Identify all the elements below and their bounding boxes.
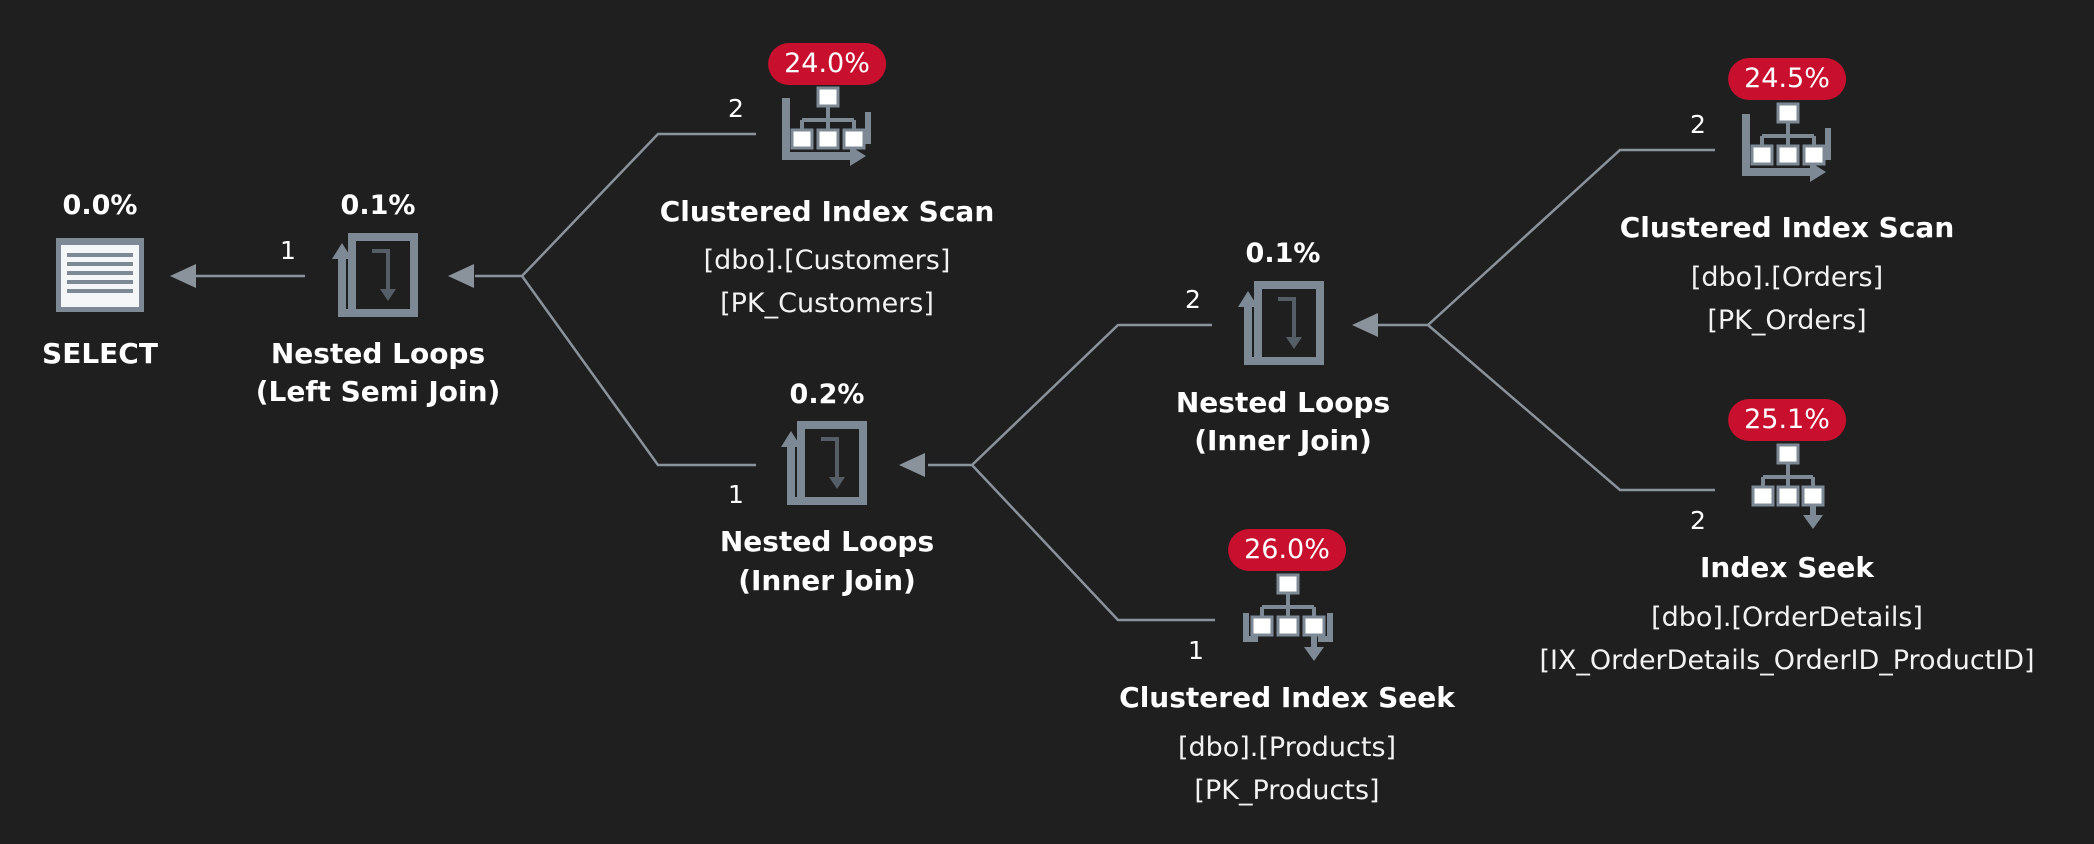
wire-inner1-products	[971, 464, 1215, 622]
nested-loops-icon	[332, 233, 418, 317]
node-subtitle: (Inner Join)	[1194, 424, 1372, 457]
node-title: SELECT	[42, 337, 158, 370]
node-title: Clustered Index Scan	[659, 195, 995, 228]
node-title: Clustered Index Seek	[1119, 681, 1455, 714]
cost-percent: 0.2%	[789, 379, 865, 410]
wire-inner1-inner2	[928, 323, 1212, 467]
node-title: Clustered Index Scan	[1619, 211, 1955, 244]
node-subtitle: (Left Semi Join)	[255, 375, 501, 408]
object-name: [dbo].[OrderDetails]	[1651, 602, 1923, 633]
index-name: [PK_Orders]	[1707, 305, 1867, 336]
cost-badge: 25.1%	[1728, 399, 1846, 441]
cost-percent: 0.0%	[62, 190, 138, 221]
edge-rows-nl-inner1: 1	[728, 480, 744, 509]
edge-rows-inner1-inner2: 2	[1185, 285, 1201, 314]
clustered-index-seek-icon	[1243, 573, 1333, 661]
object-name: [dbo].[Customers]	[703, 245, 951, 276]
edge-rows-select-nl: 1	[280, 236, 296, 265]
clustered-index-scan-icon	[782, 86, 871, 166]
node-title: Nested Loops	[719, 525, 935, 558]
node-title: Nested Loops	[1175, 386, 1391, 419]
cost-badge: 24.0%	[768, 43, 886, 85]
index-seek-icon	[1751, 443, 1825, 529]
cost-badge: 24.5%	[1728, 58, 1846, 100]
wire-nl-customers	[475, 132, 756, 278]
edge-rows-inner2-orderdetails: 2	[1690, 506, 1706, 535]
node-title: Nested Loops	[270, 337, 486, 370]
object-name: [dbo].[Products]	[1177, 732, 1397, 763]
clustered-index-scan-icon	[1742, 102, 1831, 182]
edge-rows-nl-customers: 2	[728, 94, 744, 123]
edge-rows-inner2-orders: 2	[1690, 110, 1706, 139]
edge-rows-inner1-products: 1	[1188, 636, 1204, 665]
cost-badge: 26.0%	[1228, 529, 1346, 571]
index-name: [PK_Products]	[1194, 775, 1380, 806]
index-name: [PK_Customers]	[720, 288, 934, 319]
arrowhead-nl-inner1	[899, 453, 925, 477]
cost-percent: 0.1%	[1245, 238, 1321, 269]
nested-loops-icon	[781, 421, 867, 505]
nested-loops-icon	[1238, 281, 1324, 365]
node-subtitle: (Inner Join)	[738, 564, 916, 597]
index-name: [IX_OrderDetails_OrderID_ProductID]	[1539, 645, 2035, 676]
object-name: [dbo].[Orders]	[1690, 262, 1884, 293]
arrowhead-nl-inner2	[1352, 313, 1378, 337]
arrowhead-nl-semi	[448, 264, 474, 288]
wire-inner2-orders	[1378, 148, 1715, 327]
select-icon	[56, 238, 144, 312]
wire-inner2-orderdetails	[1427, 324, 1715, 492]
cost-percent: 0.1%	[340, 190, 416, 221]
arrowhead-select	[170, 264, 196, 288]
wire-nl-inner1	[520, 275, 756, 467]
node-title: Index Seek	[1700, 551, 1874, 584]
